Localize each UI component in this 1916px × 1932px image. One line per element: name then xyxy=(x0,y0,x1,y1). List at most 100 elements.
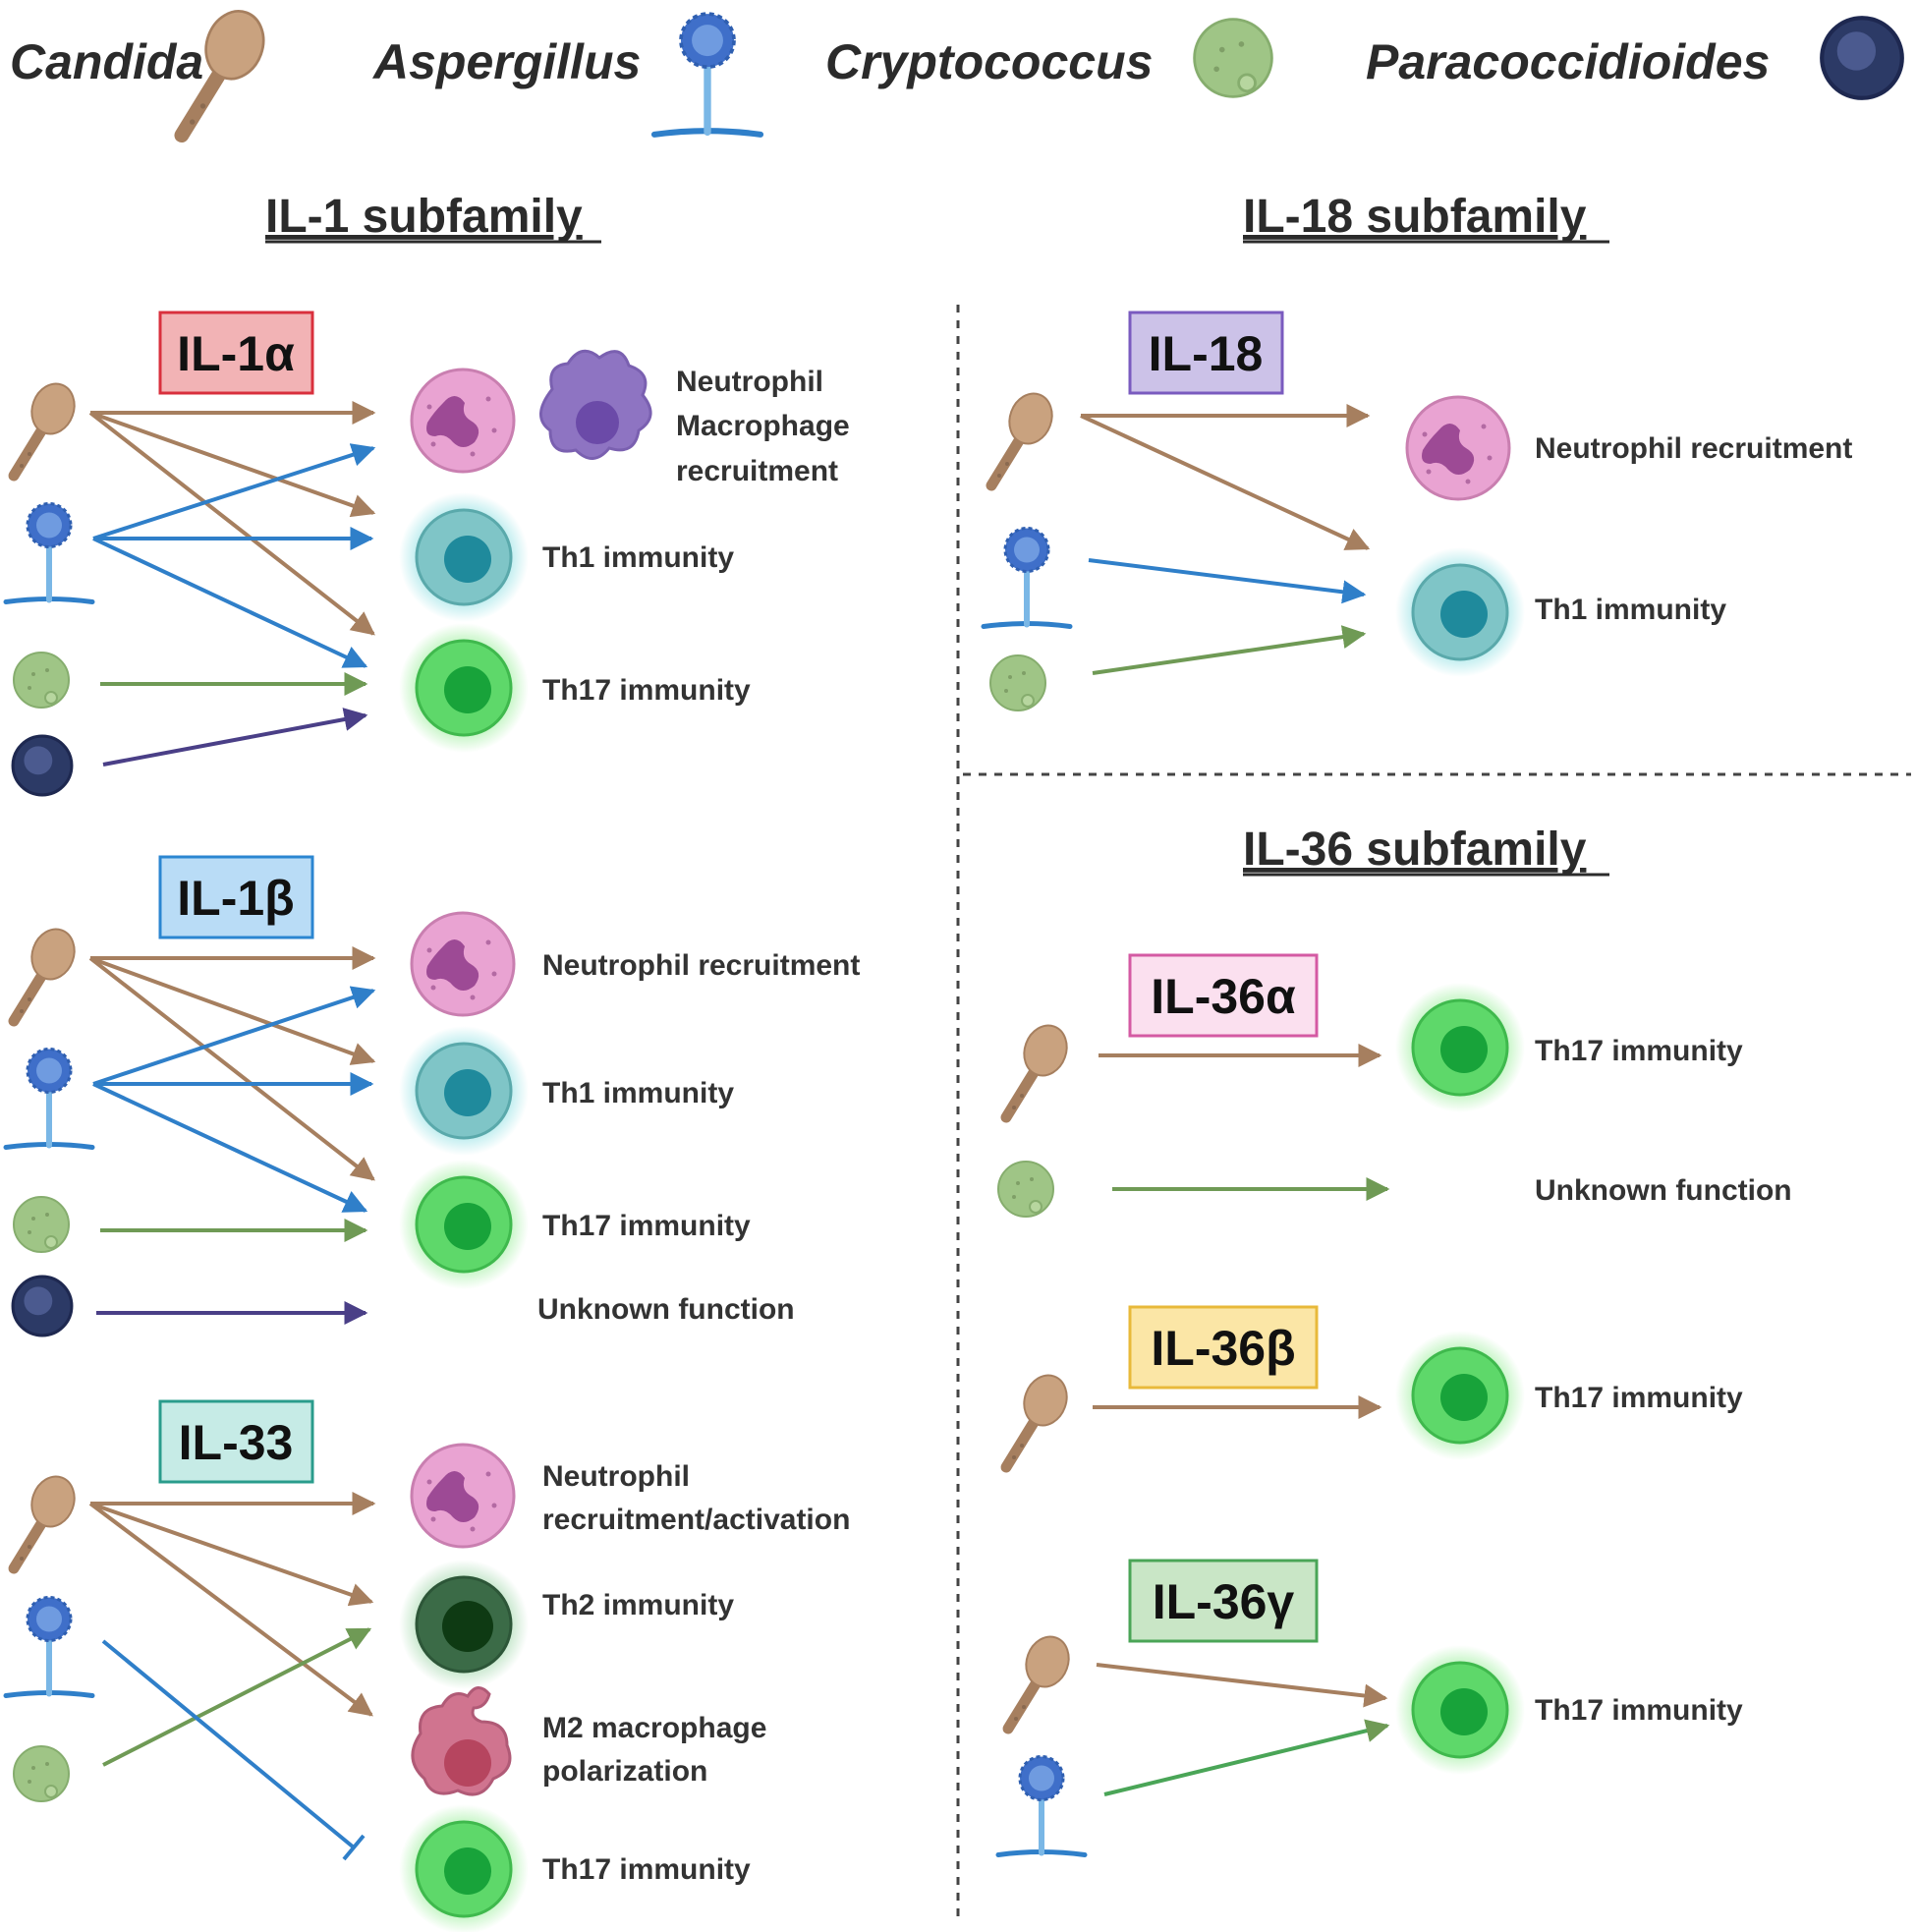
legend-cryptococcus-label: Cryptococcus xyxy=(825,34,1153,89)
il1a-arrow-candida-th1 xyxy=(89,411,376,518)
il33-label-th2: Th2 immunity xyxy=(542,1589,734,1621)
section-title-il36: IL-36 subfamily xyxy=(1243,824,1587,876)
il1b-arrow-asp-neut xyxy=(92,986,376,1086)
il1a-title: IL-1α xyxy=(177,326,295,381)
il33-label-th17: Th17 immunity xyxy=(542,1853,751,1886)
il1b-candida-icon xyxy=(14,923,82,1021)
il36a-th17-cell xyxy=(1393,981,1527,1114)
il18-candida-icon xyxy=(991,387,1059,485)
il1b-label-th1: Th1 immunity xyxy=(542,1077,734,1109)
il1a-candida-icon xyxy=(14,377,82,476)
il1b-aspergillus-icon xyxy=(6,1050,92,1148)
il33-label-polarization: polarization xyxy=(542,1755,707,1788)
il36a-arrows xyxy=(1099,1044,1390,1201)
il1a-cryptococcus-icon xyxy=(13,652,70,709)
il36a-label-unknown: Unknown function xyxy=(1535,1174,1792,1207)
il1b-box xyxy=(158,855,314,939)
il36b-label-th17: Th17 immunity xyxy=(1535,1382,1743,1414)
il1b-arrow-candida-th17 xyxy=(88,956,375,1181)
il33-m2-macrophage-cell xyxy=(411,1685,512,1796)
il1a-th17-cell xyxy=(397,621,531,755)
il18-cryptococcus-icon xyxy=(989,654,1046,711)
il33-candida-icon xyxy=(14,1470,82,1568)
il18-neutrophil-cell xyxy=(1405,395,1511,501)
il18-title: IL-18 xyxy=(1149,326,1264,381)
il33-label-m2-macrophage: M2 macrophage xyxy=(542,1712,766,1744)
il1a-arrow-candida-th17 xyxy=(88,411,375,636)
il33-inhibit-asp-th17 xyxy=(101,1639,356,1849)
paracoccidioides-icon xyxy=(1822,18,1902,98)
il33-label-recruitment-activation: recruitment/activation xyxy=(542,1504,850,1536)
il1b-arrows xyxy=(88,946,376,1325)
organism-legend: Candida Aspergillus Cryptococcus Paracoc… xyxy=(10,3,1902,135)
il36a-candida-icon xyxy=(1006,1019,1074,1117)
il18-box xyxy=(1128,311,1284,395)
il36b-title: IL-36β xyxy=(1151,1321,1295,1376)
il36a-title: IL-36α xyxy=(1151,969,1296,1024)
il36g-label-th17: Th17 immunity xyxy=(1535,1694,1743,1727)
il36g-th17-cell xyxy=(1393,1643,1527,1777)
il36g-title: IL-36γ xyxy=(1153,1574,1295,1629)
il18-arrow-crypto-th1 xyxy=(1092,625,1367,675)
il36g-panel: IL-36γ Th17 immunity xyxy=(998,1559,1743,1855)
il1a-arrow-para-th17 xyxy=(102,708,368,767)
il18-label-neutrophil: Neutrophil recruitment xyxy=(1535,432,1852,465)
il33-arrow-candida-m2 xyxy=(88,1502,373,1717)
il33-th2-cell xyxy=(397,1558,531,1691)
il36b-box xyxy=(1128,1305,1319,1390)
il1b-label-th17: Th17 immunity xyxy=(542,1210,751,1242)
cryptococcus-icon xyxy=(1193,18,1273,98)
il33-box xyxy=(158,1399,314,1484)
il18-arrow-candida-th1 xyxy=(1080,414,1371,550)
il33-panel: IL-33 Neutrophil recruitment/activation … xyxy=(6,1399,850,1932)
il36a-cryptococcus-icon xyxy=(997,1161,1054,1218)
il33-label-neutrophil: Neutrophil xyxy=(542,1460,690,1493)
il33-arrow-candida-th2 xyxy=(89,1502,374,1607)
il1a-arrow-asp-th17 xyxy=(92,537,368,668)
il18-th1-cell xyxy=(1393,545,1527,679)
il18-aspergillus-icon xyxy=(984,529,1070,627)
il1a-macrophage-cell xyxy=(538,349,652,461)
il1a-panel: IL-1α Neutrophil Macrophage recruitment … xyxy=(6,311,850,797)
il36g-arrow-candida-th17 xyxy=(1096,1663,1388,1708)
il1b-neutrophil-cell xyxy=(410,911,516,1017)
il36a-box xyxy=(1128,953,1319,1038)
il33-cryptococcus-icon xyxy=(13,1745,70,1802)
il1a-label-th17: Th17 immunity xyxy=(542,674,751,707)
legend-aspergillus-label: Aspergillus xyxy=(371,34,641,89)
il1b-label-unknown: Unknown function xyxy=(537,1293,795,1326)
il33-aspergillus-icon xyxy=(6,1598,92,1696)
legend-candida-label: Candida xyxy=(10,34,203,89)
il33-th17-cell xyxy=(397,1802,531,1932)
il1a-paracoccidioides-icon xyxy=(11,734,74,797)
il33-arrows xyxy=(88,1492,376,1861)
il1b-arrow-candida-th1 xyxy=(89,956,376,1065)
il1a-label-macrophage: Macrophage xyxy=(676,410,850,442)
il1b-th1-cell xyxy=(397,1024,531,1158)
legend-paracoccidioides-label: Paracoccidioides xyxy=(1366,34,1770,89)
il36a-label-th17: Th17 immunity xyxy=(1535,1035,1743,1067)
il36g-arrow-asp-th17 xyxy=(1103,1719,1390,1796)
il18-arrow-asp-th1 xyxy=(1088,558,1367,604)
il1b-arrow-asp-th17 xyxy=(92,1082,368,1213)
section-title-il18: IL-18 subfamily xyxy=(1243,191,1587,243)
il1b-title: IL-1β xyxy=(177,871,294,926)
section-title-il1: IL-1 subfamily xyxy=(265,191,583,243)
il36b-candida-icon xyxy=(1006,1369,1074,1467)
aspergillus-icon xyxy=(654,14,761,135)
il1a-neutrophil-cell xyxy=(410,368,516,474)
il33-title: IL-33 xyxy=(179,1415,294,1470)
il18-panel: IL-18 Neutrophil recruitment Th1 immunit… xyxy=(984,311,1852,711)
il1b-cryptococcus-icon xyxy=(13,1196,70,1253)
il18-arrows xyxy=(1080,404,1371,675)
il33-neutrophil-cell xyxy=(410,1443,516,1549)
il36a-panel: IL-36α Th17 immunity Unknown function xyxy=(997,953,1792,1218)
il36b-th17-cell xyxy=(1393,1329,1527,1462)
il1a-th1-cell xyxy=(397,490,531,624)
il33-inhibit-bar xyxy=(342,1834,366,1861)
il36g-aspergillus-icon xyxy=(998,1757,1085,1855)
il1b-paracoccidioides-icon xyxy=(11,1275,74,1337)
il1a-aspergillus-icon xyxy=(6,504,92,602)
il1b-th17-cell xyxy=(397,1158,531,1291)
